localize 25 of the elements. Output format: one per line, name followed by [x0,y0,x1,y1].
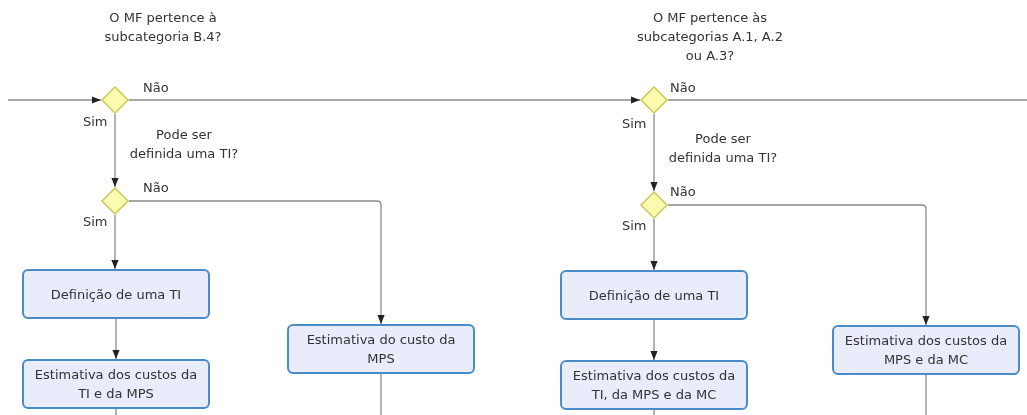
arrow [111,113,119,188]
process-box: Estimativa dos custos da TI e da MPS [22,359,210,409]
arrow [128,200,385,325]
process-box: Definição de uma TI [560,270,748,320]
arrow [112,318,120,360]
connector-line [925,374,927,415]
process-box: Definição de uma TI [22,269,210,319]
arrow [111,214,119,270]
decision-question: O MF pertence à subcategoria B.4? [103,9,223,46]
process-box: Estimativa dos custos da TI, da MPS e da MC [560,360,748,410]
arrow [650,319,658,361]
decision-question: Pode ser definida uma TI? [668,130,778,167]
connector-line [667,99,1027,101]
arrow [650,113,658,192]
connector-line [380,373,382,415]
decision-question: O MF pertence às subcategorias A.1, A.2 ou A.3? [636,9,784,65]
arrow [650,218,658,271]
connector-line [653,409,655,415]
arrow [7,96,102,104]
connector-line [115,408,117,415]
process-box: Estimativa do custo da MPS [287,324,475,374]
decision-question: Pode ser definida uma TI? [129,126,239,163]
process-box: Estimativa dos custos da MPS e da MC [832,325,1020,375]
arrow [667,204,930,326]
arrow [128,96,641,104]
